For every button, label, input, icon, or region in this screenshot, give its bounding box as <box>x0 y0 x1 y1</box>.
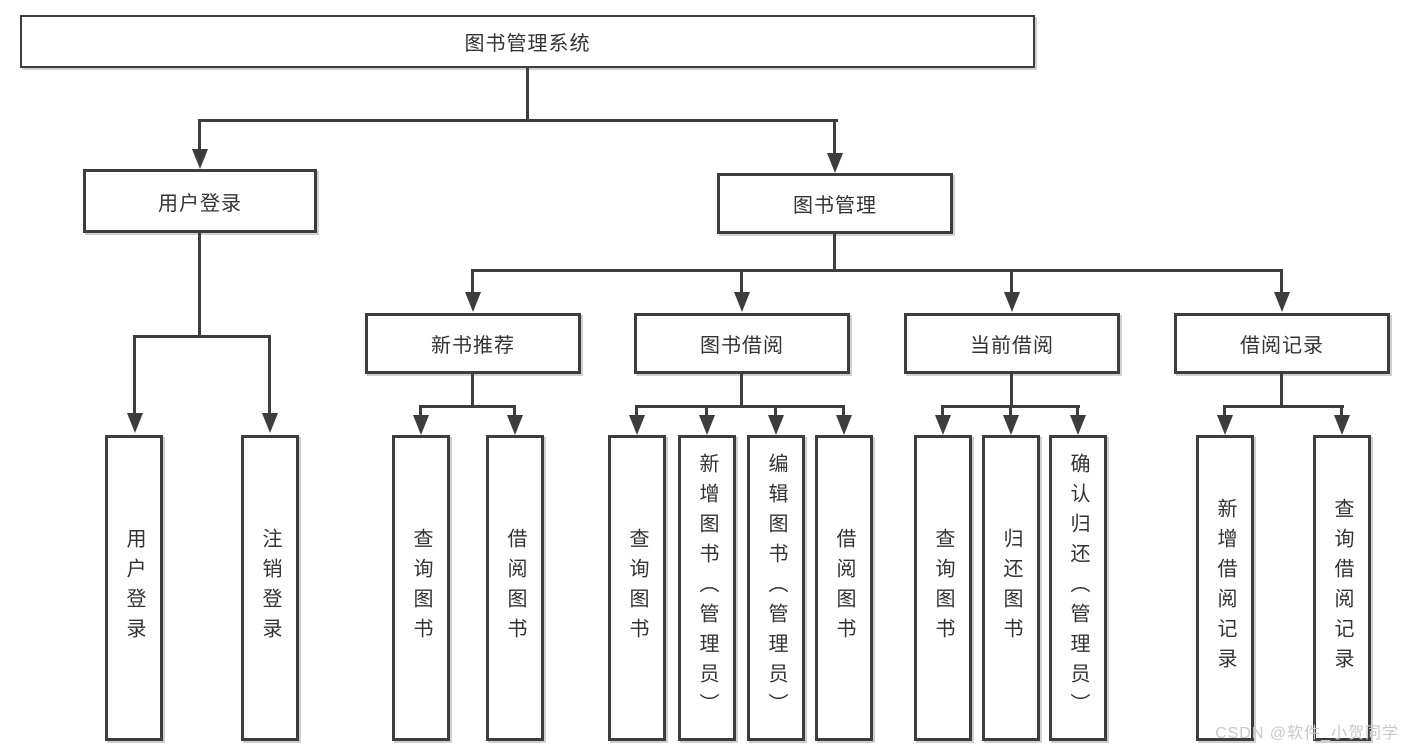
connector-user-login-trunk <box>198 233 201 337</box>
node-label: 当前借阅 <box>970 335 1054 357</box>
node-borrowing-records: 借阅记录 <box>1174 313 1390 374</box>
node-query-books-recommend: 查询图书 <box>392 435 450 741</box>
connector-to-user-login-leaf <box>133 335 136 415</box>
node-label: 查询借阅记录 <box>1331 498 1353 678</box>
arrow-down-icon <box>507 415 523 435</box>
connector-new-book-rail <box>419 405 516 408</box>
connector-book-borrowing-trunk <box>740 373 743 407</box>
arrow-down-icon <box>1217 415 1233 435</box>
node-book-management: 图书管理 <box>717 173 953 234</box>
arrow-down-icon <box>768 415 784 435</box>
connector-leaf-stem <box>1223 405 1226 417</box>
connector-to-current-borrowing <box>1010 269 1013 294</box>
arrow-down-icon <box>629 415 645 435</box>
node-label: 图书管理 <box>793 195 877 217</box>
node-label: 注销登录 <box>259 528 281 648</box>
arrow-down-icon <box>262 413 278 433</box>
connector-to-book-borrowing <box>740 269 743 294</box>
node-query-borrow-record: 查询借阅记录 <box>1313 435 1371 741</box>
node-label: 新增图书（管理员） <box>696 453 718 723</box>
arrow-down-icon <box>127 413 143 433</box>
connector-leaf-stem <box>774 405 777 417</box>
node-user-login: 用户登录 <box>83 169 317 233</box>
connector-to-borrowing-records <box>1280 269 1283 294</box>
arrow-down-icon <box>827 153 843 173</box>
connector-to-book-management <box>833 119 836 154</box>
node-label: 新增借阅记录 <box>1214 498 1236 678</box>
arrow-down-icon <box>1334 415 1350 435</box>
connector-new-book-trunk <box>471 373 474 407</box>
connector-level1-rail <box>198 119 838 122</box>
node-edit-books-admin: 编辑图书（管理员） <box>747 435 805 741</box>
watermark: CSDN @软件_小贺同学 <box>1215 725 1399 742</box>
node-label: 借阅图书 <box>504 528 526 648</box>
connector-leaf-stem <box>842 405 845 417</box>
node-label: 借阅图书 <box>833 528 855 648</box>
arrow-down-icon <box>1274 292 1290 312</box>
node-logout-leaf: 注销登录 <box>241 435 299 741</box>
node-label: 用户登录 <box>123 528 145 648</box>
connector-leaf-stem <box>419 405 422 417</box>
node-borrow-books-borrowing: 借阅图书 <box>815 435 873 741</box>
arrow-down-icon <box>413 415 429 435</box>
node-query-books-current: 查询图书 <box>914 435 972 741</box>
arrow-down-icon <box>699 415 715 435</box>
node-label: 编辑图书（管理员） <box>765 453 787 723</box>
arrow-down-icon <box>465 292 481 312</box>
node-add-borrow-record: 新增借阅记录 <box>1196 435 1254 741</box>
arrow-down-icon <box>1003 415 1019 435</box>
node-label: 用户登录 <box>158 192 242 215</box>
node-library-management-system: 图书管理系统 <box>20 15 1035 68</box>
connector-to-user-login <box>198 119 201 150</box>
node-user-login-leaf: 用户登录 <box>105 435 163 741</box>
arrow-down-icon <box>1070 415 1086 435</box>
connector-borrowing-records-rail <box>1223 405 1344 408</box>
node-label: 借阅记录 <box>1240 335 1324 357</box>
node-label: 归还图书 <box>1000 528 1022 648</box>
arrow-down-icon <box>836 415 852 435</box>
node-query-books-borrowing: 查询图书 <box>608 435 666 741</box>
connector-to-logout-leaf <box>268 335 271 415</box>
node-new-book-recommendation: 新书推荐 <box>365 313 581 374</box>
node-label: 确认归还（管理员） <box>1067 453 1089 723</box>
connector-book-borrowing-rail <box>635 405 845 408</box>
arrow-down-icon <box>734 292 750 312</box>
node-label: 查询图书 <box>410 528 432 648</box>
connector-leaf-stem <box>941 405 944 417</box>
node-add-books-admin: 新增图书（管理员） <box>678 435 736 741</box>
connector-leaf-stem <box>705 405 708 417</box>
connector-leaf-stem <box>635 405 638 417</box>
node-borrow-books-recommend: 借阅图书 <box>486 435 544 741</box>
node-label: 查询图书 <box>626 528 648 648</box>
connector-book-management-trunk <box>833 233 836 272</box>
connector-leaf-stem <box>513 405 516 417</box>
connector-level3-rail <box>471 269 1283 272</box>
connector-to-new-book <box>471 269 474 294</box>
node-label: 图书借阅 <box>700 335 784 357</box>
connector-leaf-stem <box>1076 405 1079 417</box>
node-confirm-return-admin: 确认归还（管理员） <box>1049 435 1107 741</box>
connector-current-borrowing-trunk <box>1010 373 1013 407</box>
node-label: 查询图书 <box>932 528 954 648</box>
node-return-books: 归还图书 <box>982 435 1040 741</box>
arrow-down-icon <box>1004 292 1020 312</box>
node-label: 图书管理系统 <box>464 33 591 55</box>
connector-user-login-rail <box>133 335 271 338</box>
arrow-down-icon <box>192 149 208 169</box>
node-book-borrowing: 图书借阅 <box>634 313 850 374</box>
connector-root-trunk <box>526 68 529 121</box>
node-current-borrowing: 当前借阅 <box>904 313 1120 374</box>
connector-leaf-stem <box>1340 405 1343 417</box>
arrow-down-icon <box>935 415 951 435</box>
connector-borrowing-records-trunk <box>1280 373 1283 407</box>
node-label: 新书推荐 <box>431 335 515 357</box>
connector-leaf-stem <box>1009 405 1012 417</box>
